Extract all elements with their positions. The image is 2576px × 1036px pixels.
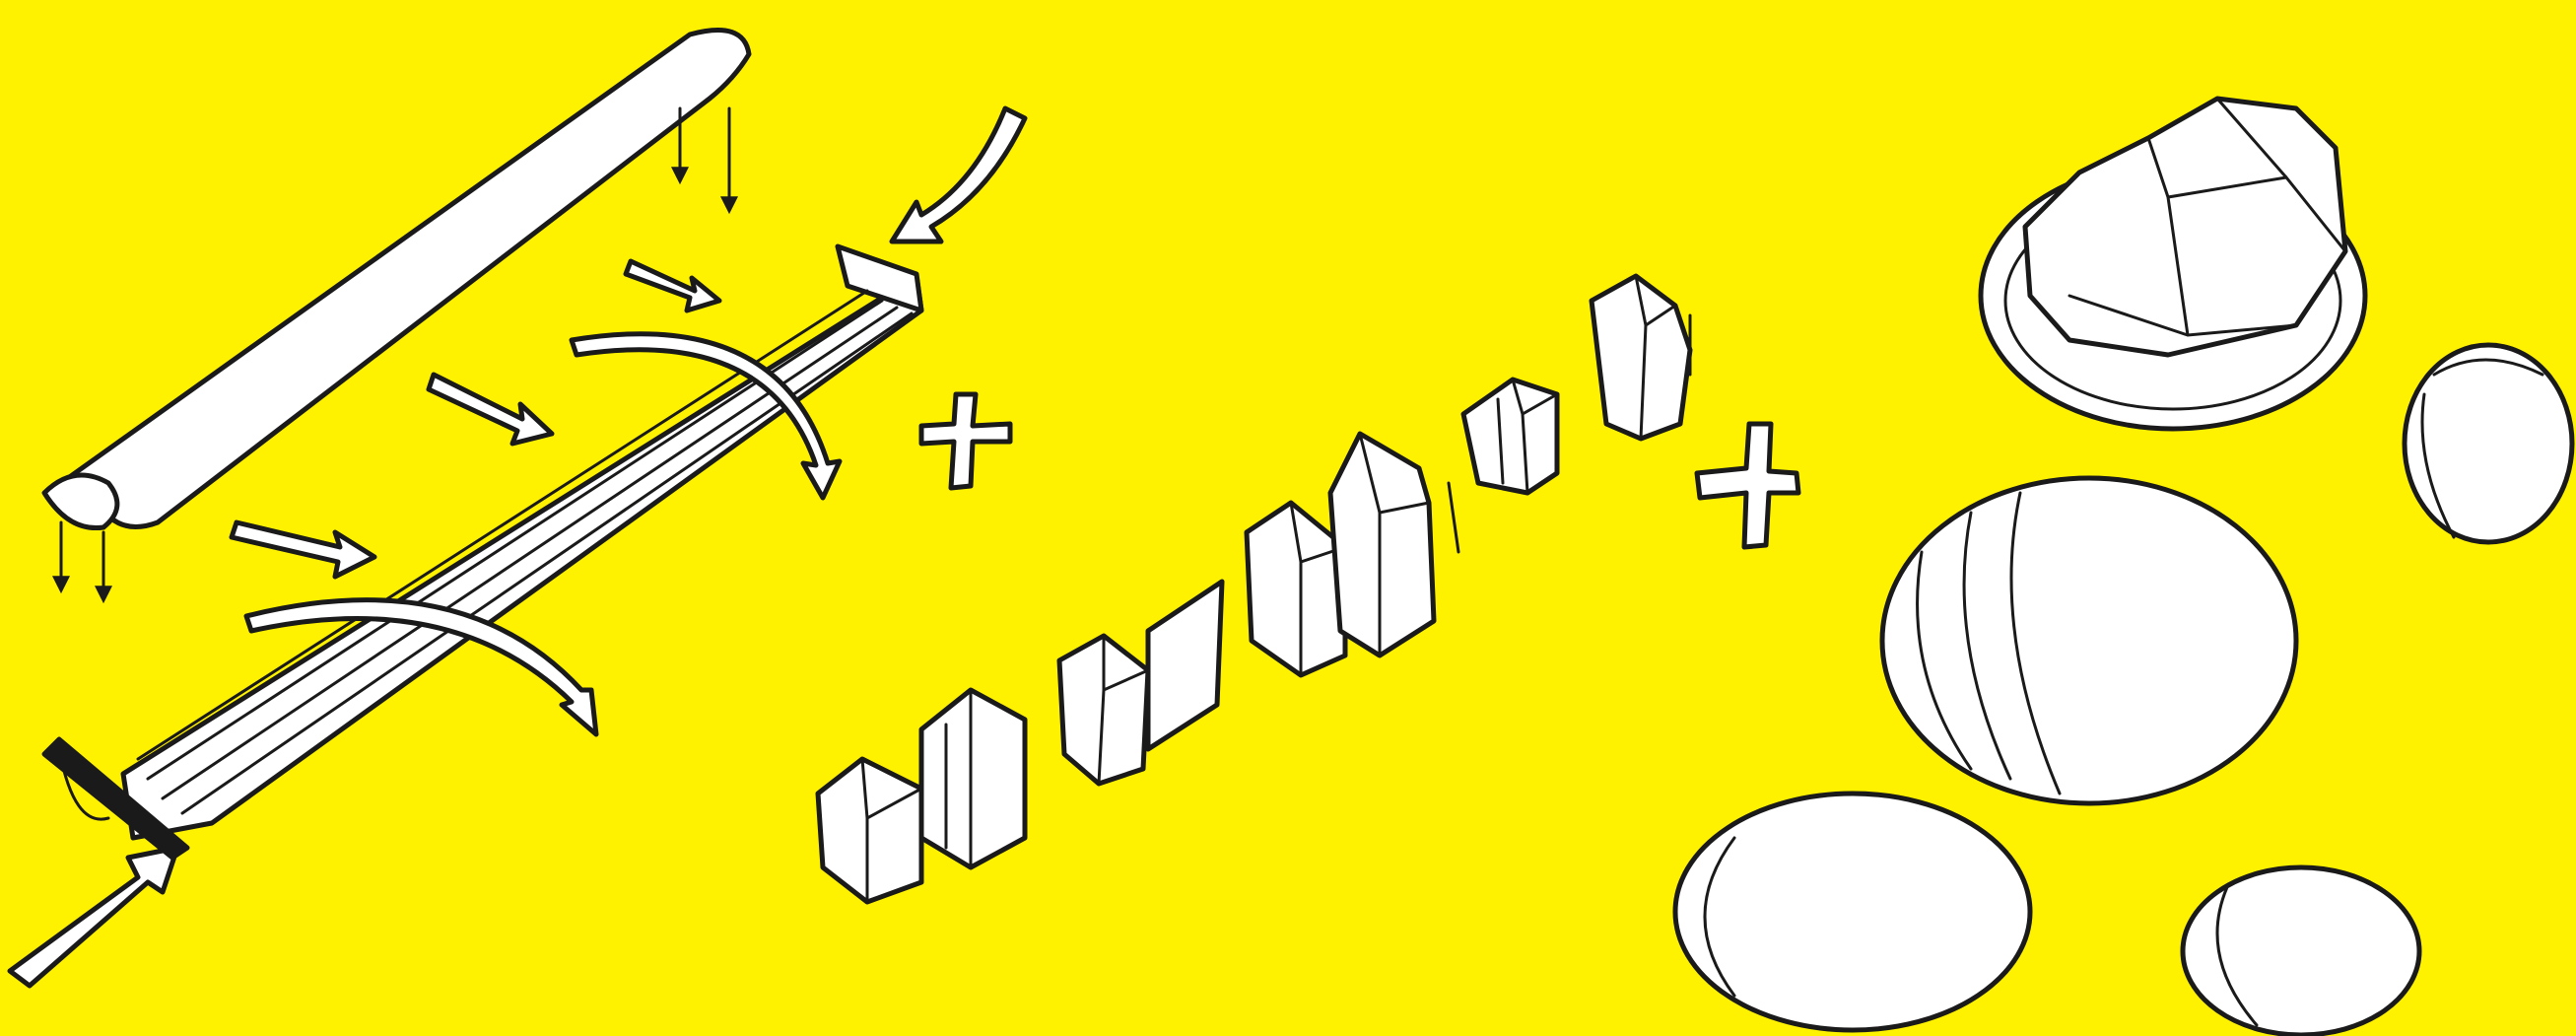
- tower-block: [1148, 582, 1222, 749]
- flow-arrow-2: [429, 375, 552, 444]
- tower-block: [1463, 380, 1557, 493]
- canopy-tube-end: [44, 475, 117, 528]
- pebble-large: [1882, 478, 2296, 803]
- pebble-small: [2405, 345, 2572, 542]
- pebble-forms-group: [1675, 99, 2572, 1035]
- tower-block: [818, 759, 921, 902]
- incoming-curved-arrow: [892, 108, 1025, 242]
- entry-arrow: [10, 848, 177, 986]
- down-arrows-left: [61, 522, 103, 596]
- down-arrows-right: [680, 108, 729, 207]
- plus-sign-1: [921, 394, 1010, 488]
- tower-block: [1330, 434, 1434, 656]
- plus-sign-2: [1697, 424, 1798, 547]
- pebble-lower-left: [1675, 794, 2030, 1030]
- flow-arrow-1: [232, 522, 374, 577]
- flow-arrow-3: [626, 261, 719, 311]
- tower-block: [921, 690, 1025, 867]
- tower-blocks-group: [818, 276, 1690, 902]
